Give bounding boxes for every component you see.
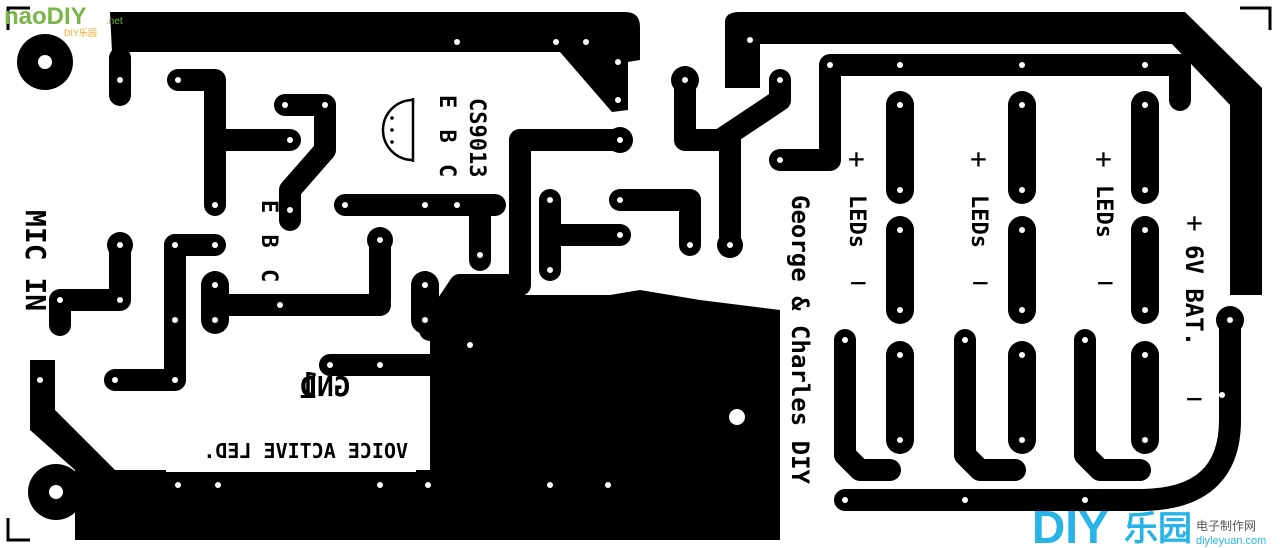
svg-text:George & Charles DIY: George & Charles DIY [786, 195, 814, 485]
svg-text:LEDs: LEDs [966, 195, 991, 248]
led-group-3: + LEDs − [1091, 142, 1116, 299]
svg-text:1: 1 [298, 366, 320, 407]
svg-text:−: − [850, 266, 867, 299]
svg-text:电子制作网: 电子制作网 [1196, 519, 1256, 533]
registration-marks [6, 6, 1272, 542]
svg-text:DIY乐园: DIY乐园 [64, 27, 97, 38]
watermark-top-left: naoDIY .net DIY乐园 [4, 3, 123, 38]
drill-holes [37, 37, 1233, 503]
svg-text:+: + [970, 142, 987, 175]
svg-text:LEDs: LEDs [844, 195, 869, 248]
copper-pours [30, 12, 1262, 540]
svg-text:diyleyuan.com: diyleyuan.com [1196, 535, 1266, 547]
voice-led-label: VOICE ACTIVE LED. [203, 439, 408, 463]
svg-text:E B C: E B C [434, 95, 459, 181]
svg-text:CS9013: CS9013 [464, 98, 489, 177]
svg-text:VOICE ACTIVE LED.: VOICE ACTIVE LED. [203, 439, 408, 463]
battery-label: + 6V BAT. − [1180, 206, 1208, 415]
transistor-pin-label: E B C [434, 95, 459, 181]
svg-text:E B C: E B C [256, 200, 281, 286]
svg-text:−: − [1097, 266, 1114, 299]
svg-text:−: − [1186, 382, 1203, 415]
svg-text:LEDs: LEDs [1091, 185, 1116, 238]
svg-text:.net: .net [106, 16, 123, 27]
svg-text:naoDIY: naoDIY [4, 3, 87, 30]
svg-text:+: + [1095, 142, 1112, 175]
led-group-2: + LEDs − [966, 142, 991, 299]
transistor-pins [390, 116, 394, 144]
svg-text:DIY: DIY [1032, 501, 1109, 548]
copper-tracks [49, 47, 1241, 511]
voice-led-label-box [166, 428, 416, 472]
credit-label: George & Charles DIY [786, 195, 814, 485]
svg-text:MIC IN: MIC IN [19, 210, 52, 311]
svg-text:−: − [972, 266, 989, 299]
transistor-outline [381, 98, 415, 162]
svg-text:+: + [1186, 206, 1203, 239]
svg-text:乐园: 乐园 [1124, 510, 1192, 548]
watermark-bottom-right: DIY 乐园 电子制作网 diyleyuan.com [1032, 501, 1266, 548]
led-group-1: + LEDs − [844, 142, 869, 299]
svg-text:GND: GND [300, 370, 351, 403]
transistor-part-label: CS9013 [464, 98, 489, 177]
mic-in-label: MIC IN [19, 210, 52, 311]
svg-text:6V BAT.: 6V BAT. [1180, 245, 1208, 346]
gnd-label: GND 1 [298, 366, 350, 407]
svg-text:+: + [848, 142, 865, 175]
q1-pin-label: E B C [256, 200, 281, 286]
led-slot-pads [201, 91, 1159, 454]
